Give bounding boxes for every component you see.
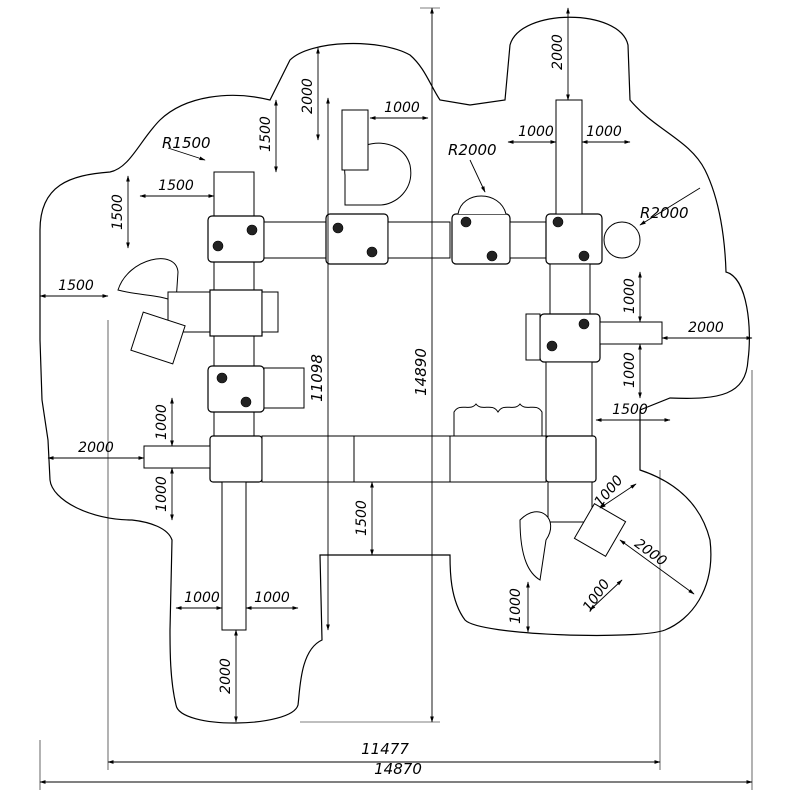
dimension-label: 2000 — [300, 78, 316, 114]
tower-top-mid-right — [451, 213, 511, 265]
dimension-label: 1000 — [580, 576, 614, 614]
safety-zone-outline — [39, 16, 750, 724]
climber-left — [263, 367, 305, 409]
slide-chute-right — [599, 321, 663, 345]
bolt-icon — [460, 216, 472, 228]
climbing-wheel — [603, 221, 641, 259]
dimension-line — [619, 539, 695, 595]
panel-left — [261, 291, 279, 333]
tower-left-lower — [207, 365, 265, 413]
dimension-label: 1000 — [622, 352, 638, 388]
radius-leader — [469, 159, 486, 193]
stair-left-upper — [213, 261, 255, 293]
dimension-label: 1500 — [354, 500, 370, 536]
dimension-label: 1500 — [158, 178, 194, 194]
radius-1500-label: R1500 — [162, 134, 211, 152]
spiral-slide-left — [117, 258, 179, 303]
dimension-label: 2000 — [550, 34, 566, 70]
tower-top-center — [325, 213, 389, 265]
tower-right-middle — [539, 313, 601, 363]
bridge-top-middle — [387, 221, 451, 259]
slide-chute-bottom — [221, 481, 247, 631]
dimension-label: 1500 — [58, 278, 94, 294]
ramp-right — [545, 361, 593, 437]
dimension-label: 1000 — [518, 124, 554, 140]
stair-left-middle — [213, 335, 255, 367]
dimension-line — [589, 579, 623, 611]
dimension-overall-width-label: 14870 — [374, 760, 422, 778]
radius-leader — [639, 187, 701, 226]
bolt-icon — [246, 224, 258, 236]
radius-leader — [167, 147, 206, 161]
dimension-overall-height-label: 14890 — [412, 348, 430, 396]
stair-top-left-steps — [213, 171, 255, 219]
bolt-icon — [546, 340, 558, 352]
dimension-label: 1500 — [612, 402, 648, 418]
dimension-label: 1500 — [110, 194, 126, 230]
dimension-inner-width-label: 11477 — [361, 740, 409, 758]
stair-left-lower — [213, 407, 255, 439]
slide-chute-bottom-left — [143, 445, 211, 469]
tower-top-left — [207, 215, 265, 263]
panel-right — [525, 313, 541, 361]
dimension-label: 1000 — [508, 588, 524, 624]
arch-climber — [457, 195, 507, 215]
slide-chute-top — [341, 109, 369, 171]
dimension-label: 2000 — [688, 320, 724, 336]
spiral-slide-bottom-right — [519, 511, 552, 581]
slide-chute-top-right — [555, 99, 583, 215]
dimension-label: 1000 — [184, 590, 220, 606]
slide-exit-bottom-right — [573, 502, 627, 558]
dimension-label: 2000 — [78, 440, 114, 456]
radius-2000-label-b: R2000 — [640, 204, 689, 222]
bolt-icon — [486, 250, 498, 262]
dimension-label: 1000 — [586, 124, 622, 140]
bridge-top — [263, 221, 327, 259]
tower-left-middle — [209, 289, 263, 337]
dimension-label: 2000 — [218, 658, 234, 694]
bolt-icon — [240, 396, 252, 408]
bolt-icon — [552, 216, 564, 228]
slide-exit-left — [130, 311, 186, 365]
dimension-label: 2000 — [631, 536, 669, 570]
bolt-icon — [216, 372, 228, 384]
bolt-icon — [332, 222, 344, 234]
bridge-bottom-3 — [449, 435, 547, 483]
dimension-label: 1000 — [254, 590, 290, 606]
radius-2000-label-a: R2000 — [448, 141, 497, 159]
bolt-icon — [212, 240, 224, 252]
dimension-label: 1000 — [154, 404, 170, 440]
dimension-line — [599, 483, 637, 509]
tower-bottom-left — [209, 435, 263, 483]
dimension-label: 1500 — [258, 116, 274, 152]
dimension-label: 1000 — [622, 278, 638, 314]
dimension-label: 1000 — [154, 476, 170, 512]
bridge-bottom-1 — [261, 435, 355, 483]
tower-bottom-right — [545, 435, 597, 483]
stair-right — [549, 263, 591, 315]
slide-chute-bottom-right — [547, 481, 593, 523]
planter-box — [453, 403, 543, 437]
bolt-icon — [578, 318, 590, 330]
bolt-icon — [578, 250, 590, 262]
bridge-bottom-2 — [353, 435, 451, 483]
bolt-icon — [366, 246, 378, 258]
dimension-inner-height-label: 11098 — [308, 354, 326, 402]
bridge-top-right — [509, 221, 547, 259]
dimension-label: 1000 — [384, 100, 420, 116]
dimension-label: 1000 — [591, 473, 626, 511]
